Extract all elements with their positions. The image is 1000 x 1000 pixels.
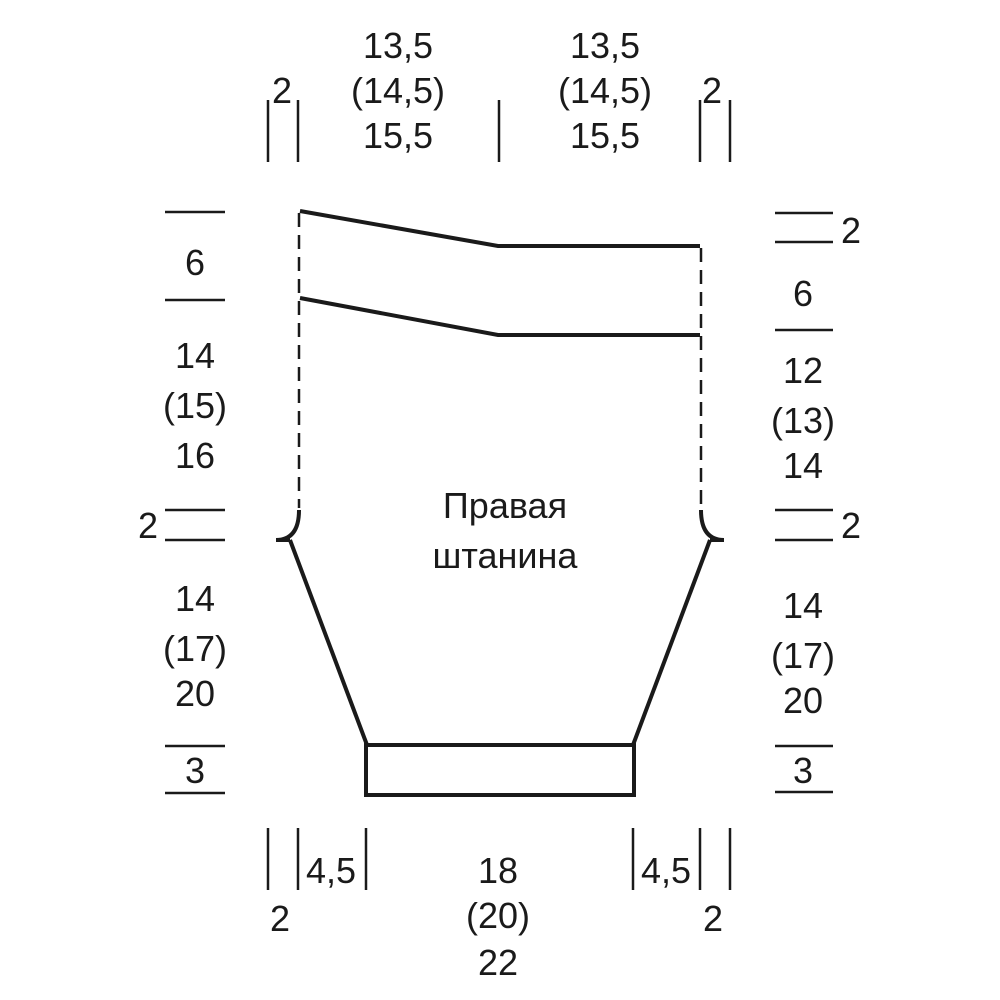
bottom-right-edge-label: 2 xyxy=(703,898,723,939)
bottom-width-3: 22 xyxy=(478,942,518,983)
right-upper-3: 14 xyxy=(783,445,823,486)
right-top-step-label: 2 xyxy=(841,210,861,251)
garment-outline xyxy=(275,209,725,797)
waist-top-edge xyxy=(299,209,700,248)
right-upper-2: (13) xyxy=(771,400,835,441)
left-lower-2: (17) xyxy=(163,628,227,669)
top-right-edge-label: 2 xyxy=(702,70,722,111)
right-upper-1: 12 xyxy=(783,350,823,391)
right-lower-3: 20 xyxy=(783,680,823,721)
left-crotch-curve xyxy=(275,509,301,542)
bottom-right-taper-label: 4,5 xyxy=(641,850,691,891)
left-dim-lines xyxy=(165,210,225,795)
top-left-edge-label: 2 xyxy=(272,70,292,111)
bottom-ticks xyxy=(266,828,732,890)
waistband-line xyxy=(299,296,700,337)
right-crotch-curve xyxy=(699,509,725,542)
top-right-width-2: (14,5) xyxy=(558,70,652,111)
right-lower-1: 14 xyxy=(783,585,823,626)
top-left-width-2: (14,5) xyxy=(351,70,445,111)
bottom-left-taper-label: 4,5 xyxy=(306,850,356,891)
bottom-left-edge-label: 2 xyxy=(270,898,290,939)
left-lower-1: 14 xyxy=(175,578,215,619)
left-hem-label: 3 xyxy=(185,750,205,791)
right-crotch-label: 2 xyxy=(841,505,861,546)
left-lower-3: 20 xyxy=(175,673,215,714)
left-upper-1: 14 xyxy=(175,335,215,376)
left-waistband-label: 6 xyxy=(185,242,205,283)
bottom-width-2: (20) xyxy=(466,895,530,936)
top-left-width-1: 13,5 xyxy=(363,25,433,66)
piece-title-line1: Правая xyxy=(443,485,567,526)
left-upper-2: (15) xyxy=(163,385,227,426)
left-upper-3: 16 xyxy=(175,435,215,476)
right-lower-2: (17) xyxy=(771,635,835,676)
bottom-width-1: 18 xyxy=(478,850,518,891)
left-crotch-label: 2 xyxy=(138,505,158,546)
right-waistband-label: 6 xyxy=(793,273,813,314)
top-right-width-3: 15,5 xyxy=(570,115,640,156)
top-right-width-1: 13,5 xyxy=(570,25,640,66)
right-dim-lines xyxy=(775,211,833,794)
right-hem-label: 3 xyxy=(793,750,813,791)
piece-title-line2: штанина xyxy=(433,535,579,576)
right-leg-edge xyxy=(631,539,712,746)
left-leg-edge xyxy=(288,539,369,746)
hem-band xyxy=(364,743,636,797)
top-ticks xyxy=(266,100,732,162)
top-left-width-3: 15,5 xyxy=(363,115,433,156)
